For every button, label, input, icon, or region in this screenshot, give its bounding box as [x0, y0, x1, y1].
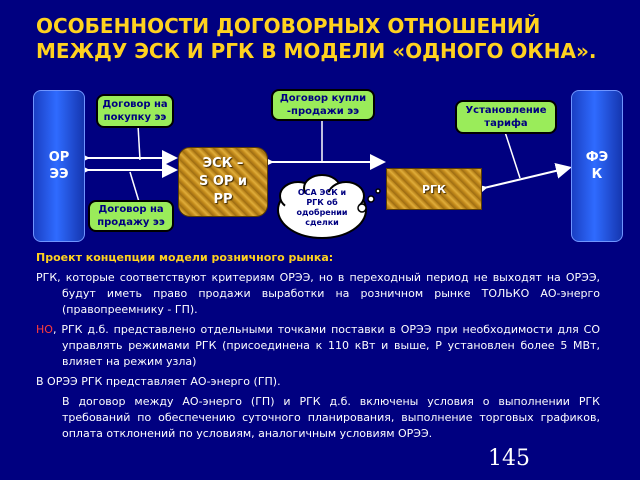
paragraph-3: В ОРЭЭ РГК представляет АО-энерго (ГП).: [36, 375, 281, 388]
approval-cloud: [277, 174, 381, 239]
block-esk: ЭСК – S ОР и РР: [178, 147, 268, 217]
page-title: ОСОБЕННОСТИ ДОГОВОРНЫХ ОТНОШЕНИЙ МЕЖДУ Э…: [36, 14, 626, 64]
callout-tariff: Установление тарифа: [455, 100, 557, 134]
arrow-rgk-fek: [470, 162, 572, 199]
callout-sale-contract: Договор на продажу ээ: [88, 200, 174, 232]
paragraph-2: НО, РГК д.б. представлено отдельными точ…: [36, 322, 600, 370]
block-or-ee: ОР ЭЭ: [33, 90, 85, 242]
paragraph-1: РГК, которые соответствуют критериям ОРЭ…: [36, 271, 600, 316]
block-fek-label: ФЭ К: [585, 150, 609, 182]
callout-sale-purchase-contract: Договор купли -продажи ээ: [271, 89, 375, 121]
callout-purchase-contract: Договор на покупку ээ: [96, 94, 174, 128]
block-rgk-label: РГК: [421, 182, 447, 196]
paragraph-2-rest: , РГК д.б. представлено отдельными точка…: [52, 323, 600, 368]
title-line-2: МЕЖДУ ЭСК И РГК В МОДЕЛИ «ОДНОГО ОКНА».: [36, 39, 597, 63]
body-text: Проект концепции модели розничного рынка…: [36, 250, 600, 446]
page-number: 145: [488, 446, 530, 471]
block-rgk: РГК: [386, 168, 482, 210]
block-esk-label: ЭСК – S ОР и РР: [198, 156, 248, 207]
concept-heading: Проект концепции модели розничного рынка…: [36, 251, 334, 264]
block-or-ee-label: ОР ЭЭ: [48, 150, 70, 182]
title-line-1: ОСОБЕННОСТИ ДОГОВОРНЫХ ОТНОШЕНИЙ: [36, 14, 541, 38]
paragraph-2-accent: НО: [36, 323, 53, 336]
cloud-text: ОСА ЭСК и РГК об одобрении сделки: [296, 188, 348, 227]
block-fek: ФЭ К: [571, 90, 623, 242]
paragraph-4: В договор между АО-энерго (ГП) и РГК д.б…: [62, 395, 600, 440]
